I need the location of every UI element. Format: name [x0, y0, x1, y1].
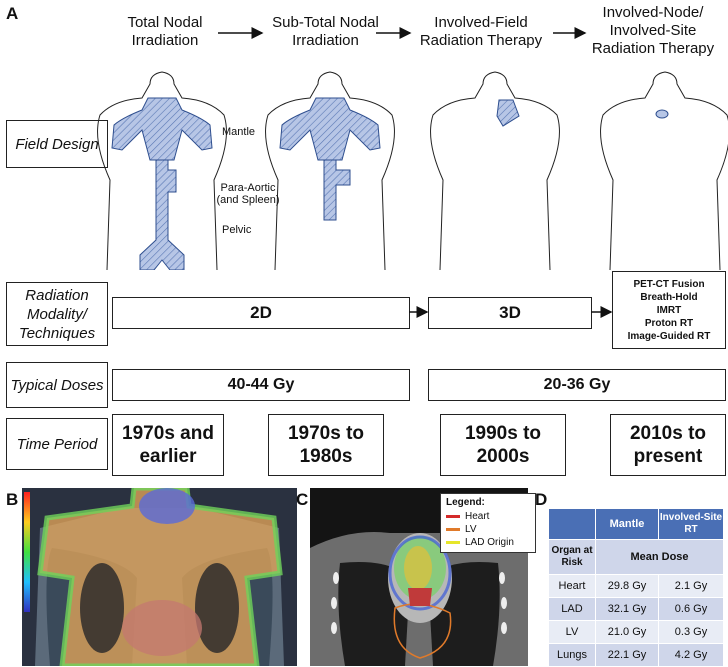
table-cell-mantle: 22.1 Gy	[595, 643, 659, 667]
label-pelvic: Pelvic	[222, 224, 252, 236]
table-cell-involved: 0.3 Gy	[658, 620, 724, 644]
tech-pet-ct: PET-CT Fusion	[633, 278, 705, 290]
tech-proton: Proton RT	[644, 317, 694, 329]
tech-breath-hold: Breath-Hold	[640, 291, 698, 303]
box-period-1: 1970s and earlier	[112, 414, 224, 476]
box-period-4: 2010s to present	[610, 414, 726, 476]
label-mantle: Mantle	[222, 126, 256, 138]
table-cell-involved: 2.1 Gy	[658, 574, 724, 598]
table-cell-organ: LV	[548, 620, 596, 644]
table-row: Heart 29.8 Gy 2.1 Gy	[548, 574, 724, 598]
table-subheader-row: Organ at Risk Mean Dose	[548, 539, 724, 575]
row-label-period: Time Period	[6, 418, 108, 470]
figure-involved-field	[430, 71, 560, 270]
panel-c-letter: C	[296, 490, 309, 509]
field-design-figures	[97, 71, 728, 270]
box-techniques: PET-CT Fusion Breath-Hold IMRT Proton RT…	[612, 271, 726, 349]
table-header-row: Mantle Involved-Site RT	[548, 508, 724, 540]
box-period-3: 1990s to 2000s	[440, 414, 566, 476]
figure-sub-total-nodal	[265, 71, 395, 270]
legend-item-heart: Heart	[446, 510, 530, 523]
box-2d: 2D	[112, 297, 410, 329]
table-cell-involved: 4.2 Gy	[658, 643, 724, 667]
table-cell-involved: 0.6 Gy	[658, 597, 724, 621]
legend-item-lad: LAD Origin	[446, 536, 530, 549]
table-row: LAD 32.1 Gy 0.6 Gy	[548, 597, 724, 621]
legend-label-heart: Heart	[465, 511, 490, 522]
table-cell-organ: Lungs	[548, 643, 596, 667]
table-header-involved: Involved-Site RT	[658, 508, 724, 540]
table-cell-mantle: 29.8 Gy	[595, 574, 659, 598]
tech-imrt: IMRT	[656, 304, 682, 316]
header-arrows	[218, 27, 587, 39]
row-label-modality: Radiation Modality/ Techniques	[6, 282, 108, 346]
label-para-aortic: Para-Aortic (and Spleen)	[216, 182, 280, 206]
panel-b-letter: B	[6, 490, 19, 509]
table-row: LV 21.0 Gy 0.3 Gy	[548, 620, 724, 644]
legend-title: Legend:	[446, 497, 485, 508]
era-involved-field: Involved-Field Radiation Therapy	[419, 14, 543, 49]
table-cell-mantle: 32.1 Gy	[595, 597, 659, 621]
era-total-nodal: Total Nodal Irradiation	[127, 14, 203, 49]
modality-arrows	[409, 306, 613, 318]
box-period-2: 1970s to 1980s	[268, 414, 384, 476]
era-sub-total-nodal: Sub-Total Nodal Irradiation	[272, 14, 379, 49]
figure-involved-node	[600, 71, 728, 270]
legend-swatch-heart	[446, 515, 460, 518]
table-cell-organ: LAD	[548, 597, 596, 621]
table-cell-organ: Heart	[548, 574, 596, 598]
table-organ-header: Organ at Risk	[548, 539, 596, 575]
legend-item-lv: LV	[446, 523, 530, 536]
legend-swatch-lv	[446, 528, 460, 531]
table-cell-mantle: 21.0 Gy	[595, 620, 659, 644]
table-header-blank	[548, 508, 596, 540]
figure-total-nodal	[97, 71, 227, 270]
era-involved-node: Involved-Node/ Involved-Site Radiation T…	[591, 4, 715, 57]
legend-label-lad: LAD Origin	[465, 537, 514, 548]
legend-swatch-lad	[446, 541, 460, 544]
table-row: Lungs 22.1 Gy 4.2 Gy	[548, 643, 724, 667]
panel-b-dose-image	[22, 488, 297, 666]
table-header-mantle: Mantle	[595, 508, 659, 540]
panel-d-letter: D	[535, 490, 548, 509]
legend-label-lv: LV	[465, 524, 477, 535]
box-3d: 3D	[428, 297, 592, 329]
tech-igrt: Image-Guided RT	[627, 330, 711, 342]
row-label-field-design: Field Design	[6, 120, 108, 168]
box-dose-late: 20-36 Gy	[428, 369, 726, 401]
row-label-doses: Typical Doses	[6, 362, 108, 408]
panel-c-legend: Legend: Heart LV LAD Origin	[440, 493, 536, 553]
dose-table: Mantle Involved-Site RT Organ at Risk Me…	[548, 508, 724, 667]
box-dose-early: 40-44 Gy	[112, 369, 410, 401]
panel-a-letter: A	[6, 4, 19, 23]
table-mean-dose: Mean Dose	[595, 539, 724, 575]
